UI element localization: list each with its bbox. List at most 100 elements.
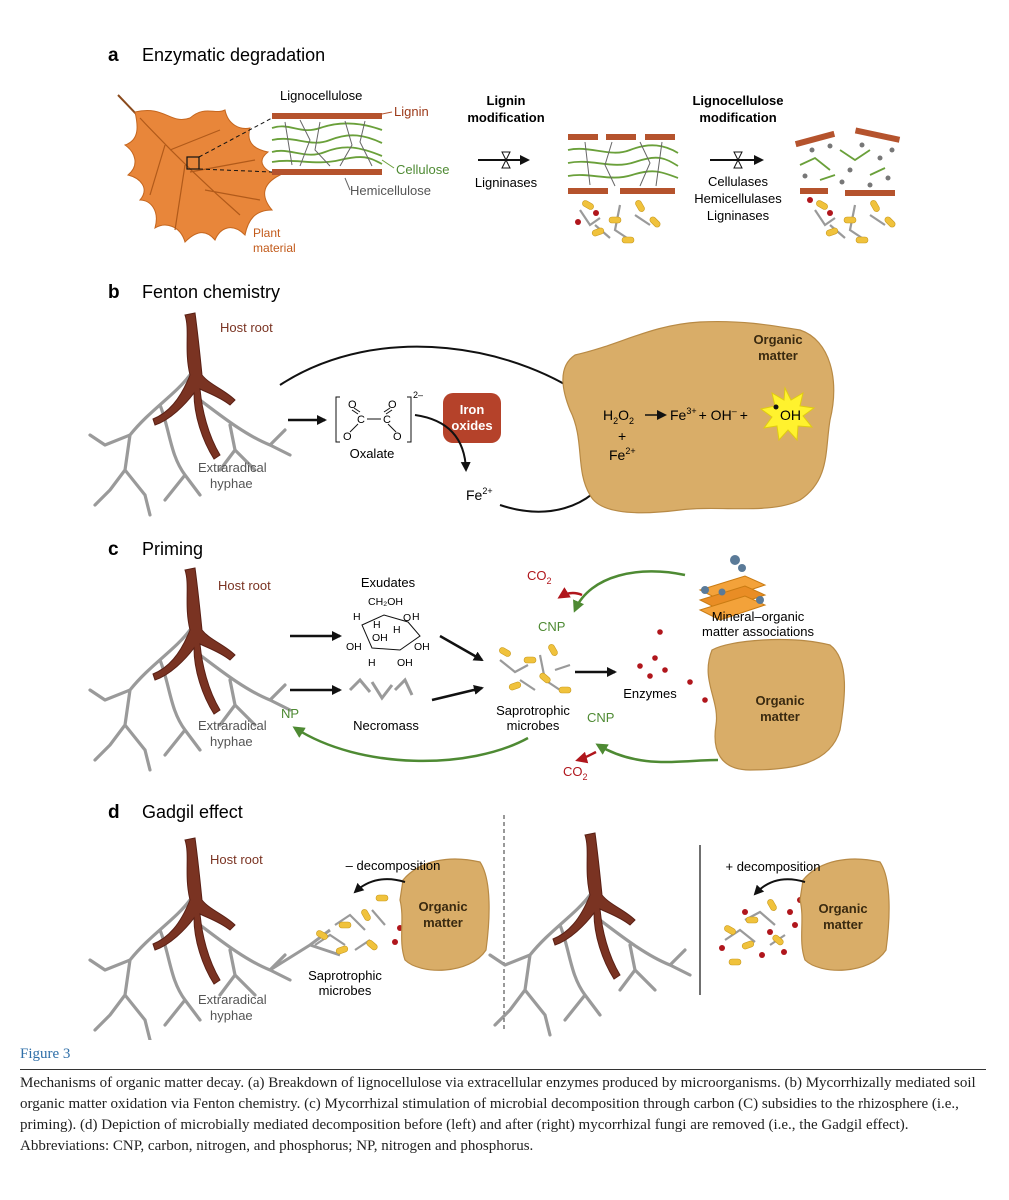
label-fe2: Fe2+ [466, 486, 493, 503]
svg-text:O: O [388, 399, 397, 411]
panel-c: c Priming Host root Extraradical hyphae … [88, 539, 845, 782]
label-sap-c-1: Saprotrophic [496, 703, 570, 718]
label-hyphae-d-1: Extraradical [198, 992, 267, 1007]
label-plant: Plant [253, 226, 281, 240]
label-iron-1: Iron [460, 402, 485, 417]
label-plus: + [618, 428, 626, 444]
label-hemicellulases: Hemicellulases [694, 191, 782, 206]
svg-text:H: H [368, 657, 376, 669]
degraded-strip [794, 127, 901, 244]
label-sap-c-2: microbes [507, 718, 560, 733]
label-sap-d-1: Saprotrophic [308, 968, 382, 983]
label-np: NP [281, 706, 299, 721]
label-lc-mod-1: Lignocellulose [692, 93, 783, 108]
label-ligninases: Ligninases [475, 175, 538, 190]
oxalate-structure: O O O O C C 2– [335, 390, 423, 443]
label-radical: OH [780, 407, 801, 423]
label-mineral-2: matter associations [702, 624, 814, 639]
label-sap-d-2: microbes [319, 983, 372, 998]
organic-matter-d-right [799, 858, 890, 971]
panel-letter-d: d [108, 802, 120, 823]
label-hyphae-b-1: Extraradical [198, 460, 267, 475]
arrow-green-om [595, 743, 719, 764]
panel-title-d: Gadgil effect [142, 802, 243, 822]
svg-text:H: H [353, 611, 361, 623]
panel-letter-c: c [108, 539, 119, 560]
svg-text:H: H [373, 619, 381, 631]
label-om-d-1: Organic [418, 899, 467, 914]
organic-matter-c [707, 638, 845, 771]
saprotrophic-microbes-d-right [719, 897, 803, 966]
svg-text:O: O [393, 431, 402, 443]
label-oxalate: Oxalate [350, 446, 395, 461]
label-cellulose: Cellulose [396, 162, 449, 177]
svg-text:CH₂OH: CH₂OH [368, 596, 403, 608]
label-om-b-1: Organic [753, 332, 802, 347]
label-plus-decomp: + decomposition [725, 859, 820, 874]
panel-title-b: Fenton chemistry [142, 282, 280, 302]
necromass-icon [348, 677, 414, 701]
label-hyphae-d-2: hyphae [210, 1008, 253, 1023]
svg-text:2–: 2– [413, 390, 423, 400]
lignocellulose-strip [271, 113, 383, 175]
label-cnp-bottom: CNP [587, 710, 614, 725]
panel-title-c: Priming [142, 539, 203, 559]
iron-oxides-box [443, 393, 501, 443]
svg-text:O: O [343, 431, 352, 443]
organic-matter-b [562, 320, 835, 514]
arrow-to-fe2 [414, 414, 471, 472]
svg-text:O: O [403, 612, 411, 624]
label-host-root-b: Host root [220, 320, 273, 335]
root-hyphae-b [88, 312, 292, 517]
figure-diagram: a Enzymatic degradation Lignocellulose L… [88, 45, 901, 1040]
label-om-b-2: matter [758, 348, 798, 363]
oak-leaf-icon [117, 94, 282, 243]
arrow-red-co2-bottom [575, 750, 597, 764]
label-mineral-1: Mineral–organic [712, 609, 805, 624]
label-host-root-c: Host root [218, 578, 271, 593]
panel-b: b Fenton chemistry Host root Extraradica… [88, 282, 835, 517]
label-lignocellulose: Lignocellulose [280, 88, 362, 103]
svg-text:H: H [412, 611, 420, 623]
arrow-green-mineral [573, 570, 686, 613]
svg-text:OH: OH [414, 641, 430, 653]
label-om-dr-1: Organic [818, 901, 867, 916]
label-lignin-mod-2: modification [467, 110, 544, 125]
svg-text:O: O [348, 399, 357, 411]
root-hyphae-d-right [488, 832, 692, 1037]
figure-caption-body: Mechanisms of organic matter decay. (a) … [20, 1075, 976, 1154]
label-exudates: Exudates [361, 575, 416, 590]
svg-text:OH: OH [397, 657, 413, 669]
label-cnp-top: CNP [538, 619, 565, 634]
mineral-organic-icon [698, 555, 767, 621]
arrow-necromass-to-microbes [431, 685, 484, 702]
arrow-green-np [292, 726, 529, 763]
label-om-d-2: matter [423, 915, 463, 930]
svg-text:H: H [393, 624, 401, 636]
svg-text:OH: OH [372, 632, 388, 644]
svg-text:C: C [357, 414, 365, 426]
label-lignin-mod-1: Lignin [487, 93, 526, 108]
panel-letter-a: a [108, 45, 119, 66]
label-lignin: Lignin [394, 104, 429, 119]
panel-d: d Gadgil effect Host root Extraradical h… [88, 802, 890, 1040]
label-hyphae-c-2: hyphae [210, 734, 253, 749]
figure-caption-title: Figure 3 [20, 1046, 71, 1062]
label-iron-2: oxides [451, 418, 492, 433]
label-host-root-d: Host root [210, 852, 263, 867]
label-ligninases-2: Ligninases [707, 208, 770, 223]
label-hemicellulose: Hemicellulose [350, 183, 431, 198]
label-material: material [253, 241, 296, 255]
label-enzymes: Enzymes [623, 686, 677, 701]
label-co2-bottom: CO2 [563, 764, 588, 782]
arrow-plus-decomp [753, 878, 806, 896]
panel-a: a Enzymatic degradation Lignocellulose L… [108, 45, 901, 255]
label-om-c-1: Organic [755, 693, 804, 708]
modified-strip [567, 134, 679, 244]
svg-text:OH: OH [346, 641, 362, 653]
panel-title-a: Enzymatic degradation [142, 45, 325, 65]
label-necromass: Necromass [353, 718, 419, 733]
root-hyphae-c [88, 567, 292, 772]
svg-text:C: C [383, 414, 391, 426]
